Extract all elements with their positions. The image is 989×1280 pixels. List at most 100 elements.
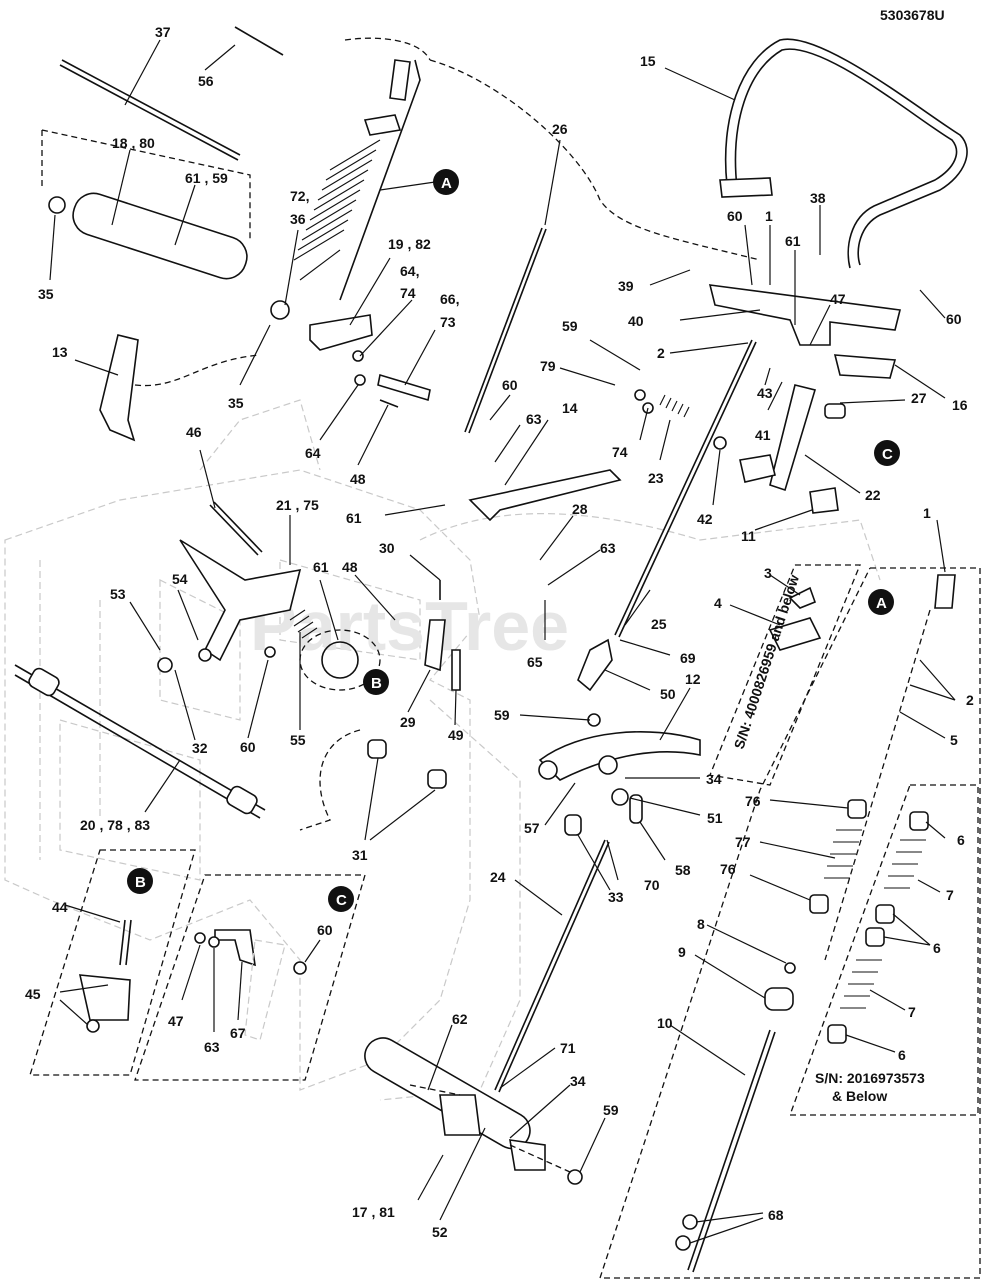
- label-59c: 59: [603, 1102, 619, 1118]
- threaded-rod-10: [687, 1029, 771, 1271]
- label-76b: 76: [720, 861, 736, 877]
- callout-A-right: A: [868, 589, 894, 615]
- label-13: 13: [52, 344, 68, 360]
- label-49: 49: [448, 727, 464, 743]
- label-69: 69: [680, 650, 696, 666]
- label-40: 40: [628, 313, 644, 329]
- pin-56: [234, 26, 284, 56]
- label-79: 79: [540, 358, 556, 374]
- label-48b: 48: [342, 559, 358, 575]
- watermark: PartsTree: [250, 587, 569, 665]
- assembly-B-note-box: [789, 784, 979, 1116]
- block-11: [739, 454, 776, 483]
- bolt-66: [377, 373, 431, 402]
- label-55: 55: [290, 732, 306, 748]
- lever-12: [538, 731, 701, 781]
- label-44: 44: [52, 899, 68, 915]
- inset-C-box: [134, 874, 366, 1081]
- label-10: 10: [657, 1015, 673, 1031]
- label-3: 3: [764, 565, 772, 581]
- label-19-82: 19 , 82: [388, 236, 431, 252]
- label-76a: 76: [745, 793, 761, 809]
- spring-7a: [884, 839, 926, 889]
- label-21-75: 21 , 75: [276, 497, 319, 513]
- label-6b: 6: [933, 940, 941, 956]
- pin-58: [629, 794, 643, 824]
- label-63c: 63: [204, 1039, 220, 1055]
- label-33: 33: [608, 889, 624, 905]
- callout-B-mid: B: [363, 669, 389, 695]
- label-24: 24: [490, 869, 506, 885]
- rod-26: [464, 227, 543, 433]
- label-28: 28: [572, 501, 588, 517]
- label-42: 42: [697, 511, 713, 527]
- label-47b: 47: [168, 1013, 184, 1029]
- svg-text:B: B: [371, 675, 382, 692]
- handle-13: [99, 334, 139, 442]
- label-22: 22: [865, 487, 881, 503]
- label-16: 16: [952, 397, 968, 413]
- label-63a: 63: [526, 411, 542, 427]
- plate-22: [769, 384, 817, 492]
- spring-77: [824, 829, 862, 879]
- label-73: 73: [440, 314, 456, 330]
- wing-nut-3: [788, 586, 817, 609]
- label-25: 25: [651, 616, 667, 632]
- label-46: 46: [186, 424, 202, 440]
- label-2a: 2: [657, 345, 665, 361]
- callout-B-inset: B: [127, 868, 153, 894]
- label-60e: 60: [317, 922, 333, 938]
- rod-end-1: [934, 574, 956, 609]
- label-59b: 59: [494, 707, 510, 723]
- label-1a: 1: [765, 208, 773, 224]
- assembly-A-note-box: [709, 564, 861, 786]
- label-5: 5: [950, 732, 958, 748]
- label-2b: 2: [966, 692, 974, 708]
- block-45: [78, 974, 131, 1021]
- part-labels: 37 56 18 , 80 61 , 59 35 72, 36 19 , 82 …: [25, 24, 974, 1240]
- label-77: 77: [735, 834, 751, 850]
- label-51: 51: [707, 810, 723, 826]
- label-38: 38: [810, 190, 826, 206]
- label-57: 57: [524, 820, 540, 836]
- label-30: 30: [379, 540, 395, 556]
- label-39: 39: [618, 278, 634, 294]
- label-7a: 7: [946, 887, 954, 903]
- leader-lines: [49, 39, 956, 1244]
- parts: [14, 26, 981, 1279]
- knob-4: [768, 617, 822, 651]
- svg-text:C: C: [336, 892, 347, 909]
- label-18-80: 18 , 80: [112, 135, 155, 151]
- bracket-67: [214, 929, 256, 967]
- rod-37: [59, 64, 239, 161]
- note-serial-B-line2: & Below: [832, 1088, 887, 1104]
- label-64: 64,: [400, 263, 419, 279]
- label-34b: 34: [570, 1073, 586, 1089]
- label-26: 26: [552, 121, 568, 137]
- joint-51: [611, 788, 629, 806]
- svg-text:A: A: [441, 175, 452, 192]
- label-1b: 1: [923, 505, 931, 521]
- label-9: 9: [678, 944, 686, 960]
- rod-25: [614, 339, 753, 636]
- label-6c: 6: [898, 1047, 906, 1063]
- handlebar-15: [724, 38, 968, 266]
- label-52: 52: [432, 1224, 448, 1240]
- label-37: 37: [155, 24, 171, 40]
- label-45: 45: [25, 986, 41, 1002]
- label-65: 65: [527, 654, 543, 670]
- label-72: 72,: [290, 188, 309, 204]
- label-61a: 61: [785, 233, 801, 249]
- svg-text:C: C: [882, 446, 893, 463]
- plate-21: [179, 539, 302, 662]
- label-4: 4: [714, 595, 722, 611]
- label-61b: 61: [346, 510, 362, 526]
- label-23: 23: [648, 470, 664, 486]
- label-61-59: 61 , 59: [185, 170, 228, 186]
- label-74: 74: [400, 285, 416, 301]
- label-54: 54: [172, 571, 188, 587]
- bracket-19: [309, 314, 373, 351]
- label-64b: 64: [305, 445, 321, 461]
- bolt-44: [119, 919, 126, 966]
